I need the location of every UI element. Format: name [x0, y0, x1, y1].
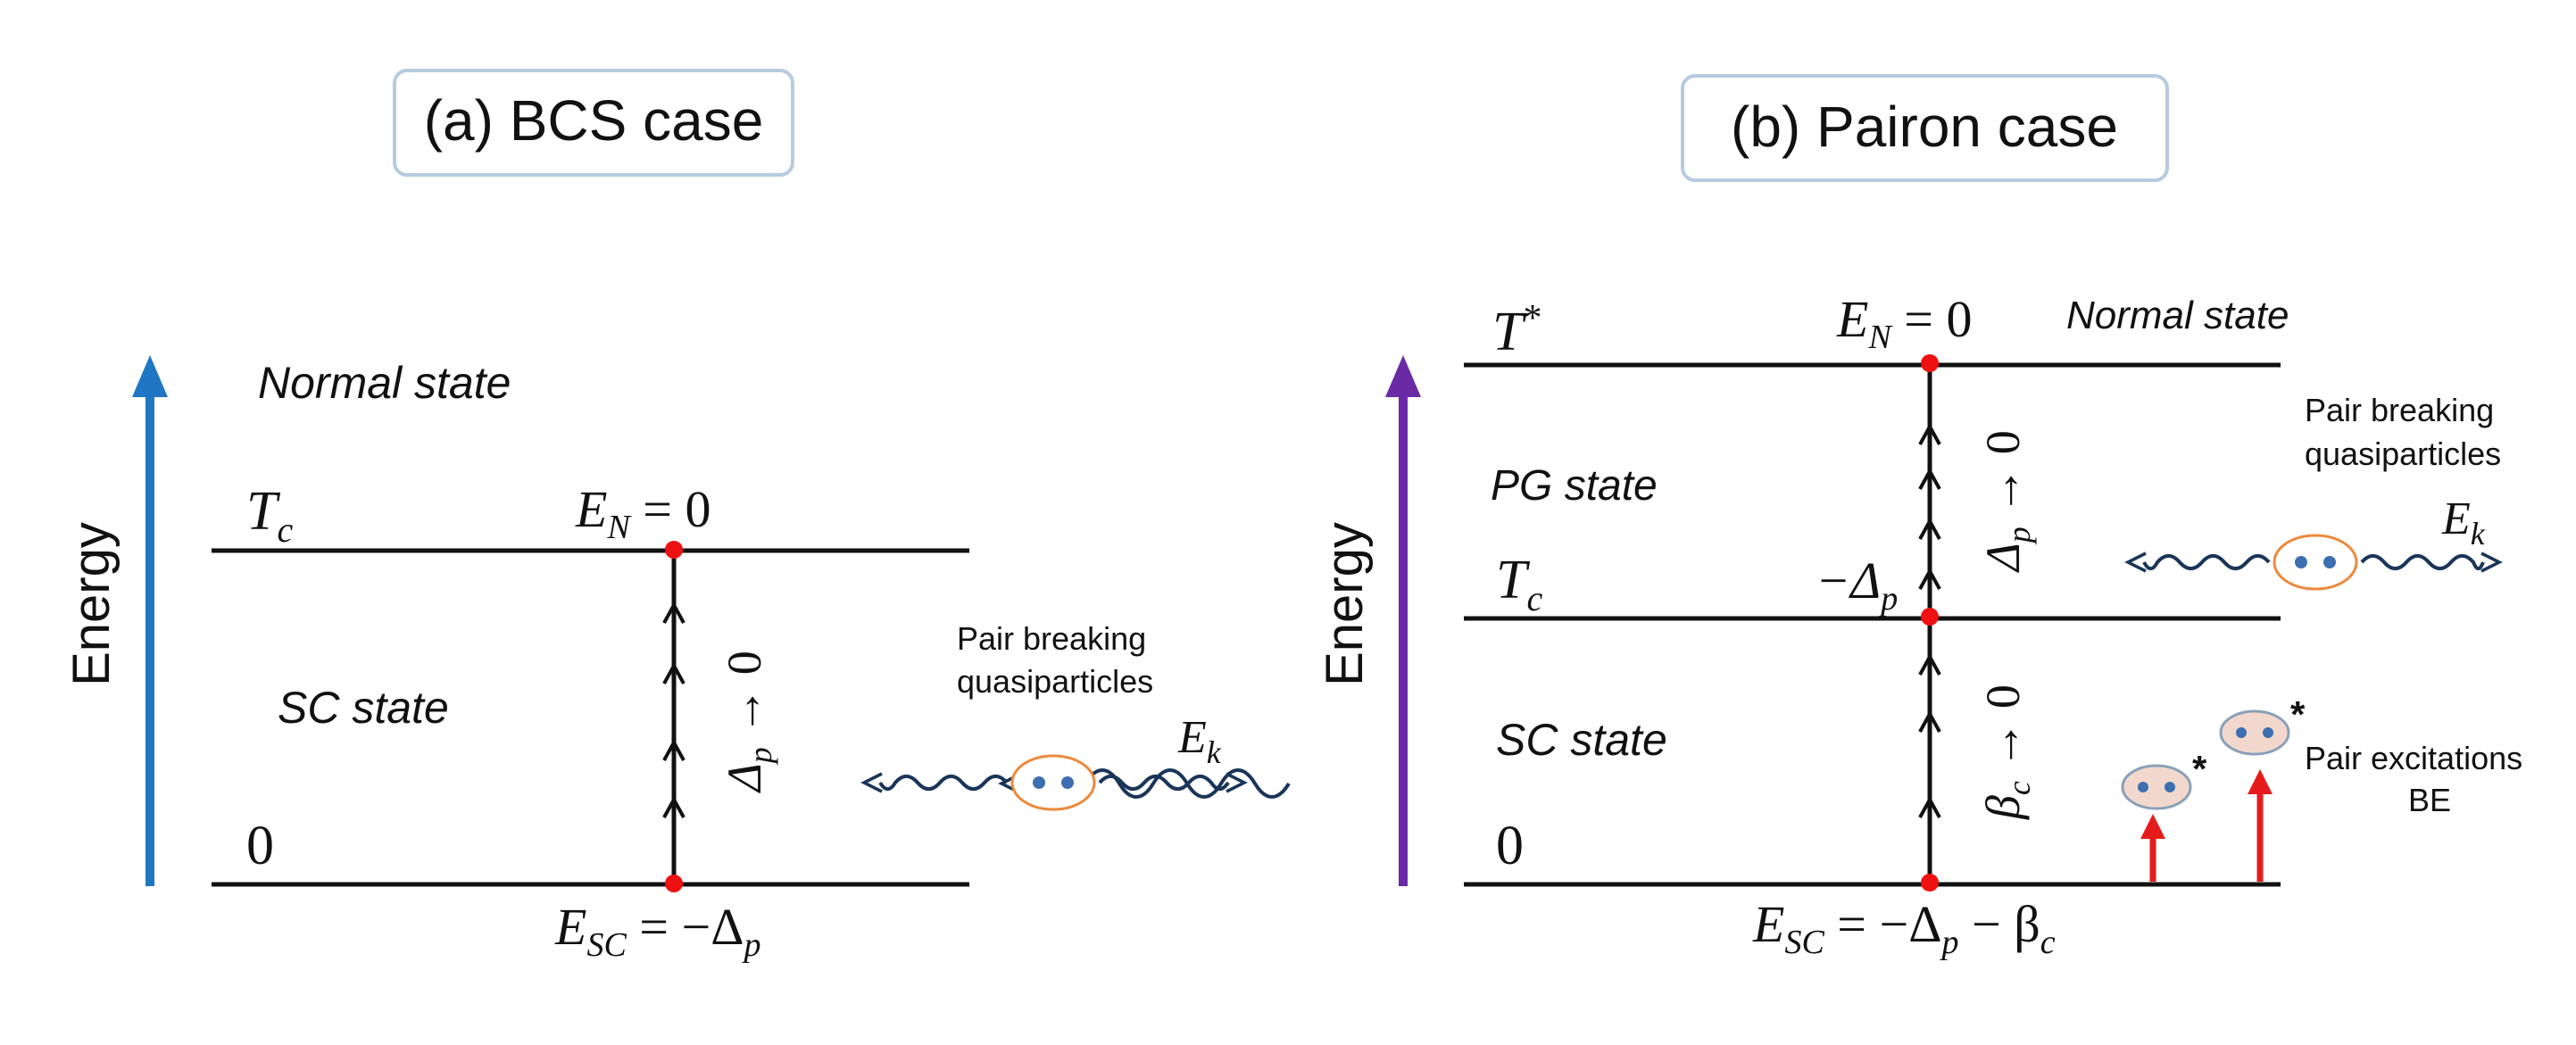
panel-a-title-box	[393, 69, 794, 177]
panel-a-pair-breaking-line1: Pair breaking	[957, 620, 1146, 657]
panel-b-quasiparticle-pair-drawn-arrowhead-right	[2480, 552, 2503, 573]
panel-a-quasiparticle-pair-drawn-electron-dot	[1061, 776, 1074, 789]
panel-a-en-node	[665, 541, 683, 559]
panel-b-tc-node	[1921, 608, 1939, 626]
panel-a-esc-node	[665, 875, 683, 892]
panel-a-quasiparticle-pair-drawn-arrowhead-left	[860, 772, 883, 793]
panel-a-quasiparticle-pair-drawn-pair-ellipse	[1010, 754, 1096, 811]
panel-b: (b) Pairon case Energy T* Tc 0 Normal st…	[1316, 74, 2522, 961]
panel-b-normal-state: Normal state	[2066, 294, 2289, 337]
panel-b-pg-state: PG state	[1491, 462, 1658, 510]
panel-b-quasiparticle-pair-drawn-electron-dot	[2295, 556, 2307, 568]
panel-b-pair-breaking-line1: Pair breaking	[2305, 392, 2494, 428]
panel-b-excited-pair-high	[2219, 709, 2290, 756]
panel-a-quasiparticle-pair-drawn-arrowhead-right	[1226, 772, 1248, 793]
panel-b-pair-excitations-line1: Pair excitations	[2305, 740, 2522, 776]
panel-b-quasiparticle-pair-drawn-wave-left	[2142, 553, 2271, 571]
panel-b-en-label: EN = 0	[1836, 290, 1973, 356]
panel-b-title-box	[1681, 74, 2169, 182]
panel-b-beta-label: βc → 0	[1976, 684, 2037, 820]
panel-b-mid-label: −Δp	[1816, 552, 1898, 618]
panel-a-sc-state: SC state	[278, 683, 449, 733]
panel-b-quasiparticle-pair-drawn-ek-label: Ek	[2441, 493, 2486, 552]
panel-a-gap-label: Δp → 0	[718, 651, 778, 793]
panel-a-quasiparticle-pair-drawn-ek-label: Ek	[1177, 712, 1222, 770]
panel-a-quasiparticle-pair-drawn-electron-dot	[1033, 776, 1045, 789]
panel-b-pair-breaking-line2: quasiparticles	[2305, 435, 2501, 472]
panel-a-energy-axis	[132, 355, 168, 886]
panel-a-quasiparticle-pair-drawn-wave-right	[1098, 774, 1230, 792]
panel-a-quasiparticle-pair-drawn-wave-left	[878, 774, 1009, 792]
panel-b-tc-label: Tc	[1496, 550, 1542, 618]
panel-b-quasiparticle-pair-drawn-arrowhead-left	[2124, 552, 2147, 573]
panel-b-star-high: *	[2290, 693, 2306, 735]
panel-b-quasiparticle-pair-drawn-wave-right	[2360, 553, 2485, 571]
panel-b-quasiparticle-pair-drawn-electron-dot	[2323, 556, 2336, 568]
panel-a-quasiparticle-pair-drawn: Ek	[860, 712, 1248, 811]
panel-b-star-low: *	[2192, 748, 2207, 790]
panel-b-quasiparticle-pair-drawn-pair-ellipse	[2273, 534, 2358, 591]
panel-a-tc-label: Tc	[246, 481, 293, 550]
panel-a-normal-state: Normal state	[258, 358, 511, 408]
panel-b-esc-label: ESC = −Δp − βc	[1752, 895, 2056, 961]
panel-b-pair-excitation-arrow-short	[2140, 814, 2165, 882]
panel-b-excited-pair-low	[2121, 764, 2192, 810]
panel-b-pair-excitations-line2: BE	[2408, 782, 2451, 818]
panel-b-quasiparticle-pair-drawn: Ek	[2124, 493, 2503, 591]
panel-a-gap-transition	[662, 551, 686, 884]
panel-a-zero-label: 0	[246, 816, 274, 876]
panel-a-esc-label: ESC = −Δp	[554, 898, 761, 964]
panel-b-pair-excitation-arrow-tall	[2248, 769, 2273, 882]
panel-a-axis-label: Energy	[62, 522, 120, 686]
panel-a: (a) BCS case Energy Tc 0 Normal state SC…	[62, 69, 1291, 964]
panel-a-title: (a) BCS case	[424, 88, 764, 153]
panel-b-gap-label: Δp → 0	[1976, 430, 2037, 573]
panel-b-esc-node	[1921, 874, 1939, 892]
panel-b-zero-label: 0	[1496, 816, 1524, 876]
panel-b-title: (b) Pairon case	[1731, 95, 2118, 159]
panel-a-en-label: EN = 0	[575, 480, 711, 546]
panel-b-en-node	[1921, 354, 1939, 372]
panel-a-pair-breaking-line2: quasiparticles	[957, 663, 1153, 700]
panel-b-sc-state: SC state	[1496, 715, 1667, 765]
panel-b-tstar-label: T*	[1492, 298, 1541, 362]
panel-b-energy-axis	[1385, 355, 1421, 886]
panel-b-axis-label: Energy	[1316, 522, 1374, 686]
